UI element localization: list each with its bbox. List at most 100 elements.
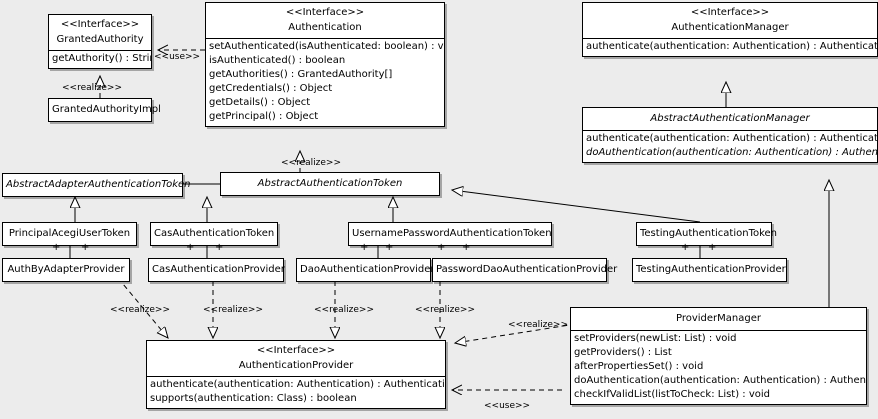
operation: authenticate(authentication: Authenticat… (586, 133, 877, 144)
class-name: AbstractAuthenticationToken (257, 178, 403, 189)
class-name: GrantedAuthorityImpl (52, 104, 161, 115)
class-name: TestingAuthenticationToken (640, 228, 778, 239)
class-header: <<Interface>> Authentication (206, 3, 444, 38)
class-box-authentication-manager[interactable]: <<Interface>> AuthenticationManager auth… (582, 2, 878, 57)
class-stereotype: <<Interface>> (285, 7, 365, 18)
class-name: AuthByAdapterProvider (7, 264, 125, 275)
class-header: DaoAuthenticationProvider (297, 259, 435, 281)
operation: isAuthenticated() : boolean (209, 55, 346, 66)
operation: authenticate(authentication: Authenticat… (150, 379, 445, 390)
association-role-marker: + (360, 242, 369, 253)
association-role-marker: + (708, 242, 717, 253)
association-role-marker: + (52, 242, 61, 253)
edge-label-realize-granted-authority-impl: <<realize>> (62, 83, 122, 93)
class-name: CasAuthenticationProvider (152, 264, 285, 275)
class-box-password-dao-authentication-provider[interactable]: PasswordDaoAuthenticationProvider (432, 258, 618, 282)
class-name: Authentication (288, 22, 362, 33)
class-stereotype: <<Interface>> (690, 7, 770, 18)
operation: afterPropertiesSet() : void (574, 361, 704, 372)
class-box-username-password-authentication-token[interactable]: UsernamePasswordAuthenticationToken (348, 222, 552, 246)
class-box-abstract-adapter-authentication-token[interactable]: AbstractAdapterAuthenticationToken (2, 173, 191, 197)
class-header: PrincipalAcegiUserToken (3, 223, 136, 245)
class-name: TestingAuthenticationProvider (636, 264, 786, 275)
class-box-authentication-provider[interactable]: <<Interface>> AuthenticationProvider aut… (146, 340, 446, 409)
class-name: AuthenticationProvider (238, 360, 354, 371)
class-box-abstract-authentication-token[interactable]: AbstractAuthenticationToken (220, 172, 440, 196)
class-header: AbstractAuthenticationManager (583, 108, 877, 130)
association-role-marker: + (385, 242, 394, 253)
operation: checkIfValidList(listToCheck: List) : vo… (574, 389, 771, 400)
class-name: AbstractAdapterAuthenticationToken (6, 179, 191, 190)
class-stereotype: <<Interface>> (256, 345, 336, 356)
class-name: UsernamePasswordAuthenticationToken (352, 228, 552, 239)
class-stereotype: <<Interface>> (60, 19, 140, 30)
operation: getProviders() : List (574, 347, 672, 358)
operation: getAuthority() : String (52, 53, 151, 64)
edge-label-realize-password-dao-authentication-provider: <<realize>> (415, 305, 475, 315)
class-name: AuthenticationManager (671, 22, 789, 33)
operation: setAuthenticated(isAuthenticated: boolea… (209, 41, 444, 52)
edge-label-realize-dao-authentication-provider: <<realize>> (314, 305, 374, 315)
class-operations: getAuthority() : String (49, 50, 151, 68)
edge-label-realize-abstract-authentication-token: <<realize>> (281, 158, 341, 168)
operation: authenticate(authentication: Authenticat… (586, 41, 877, 52)
association-role-marker: + (186, 242, 195, 253)
class-header: <<Interface>> AuthenticationProvider (147, 341, 445, 376)
class-header: TestingAuthenticationProvider (633, 259, 786, 281)
edge-label-use-granted-authority: <<use>> (154, 52, 201, 62)
class-operations: authenticate(authentication: Authenticat… (147, 376, 445, 408)
class-name: PrincipalAcegiUserToken (8, 228, 131, 239)
operation: getDetails() : Object (209, 97, 311, 108)
class-name: AbstractAuthenticationManager (650, 113, 810, 124)
class-header: AuthByAdapterProvider (3, 259, 129, 281)
operation: setProviders(newList: List) : void (574, 333, 737, 344)
operation: getCredentials() : Object (209, 83, 333, 94)
class-box-provider-manager[interactable]: ProviderManager setProviders(newList: Li… (570, 307, 867, 405)
association-role-marker: + (215, 242, 224, 253)
class-box-testing-authentication-provider[interactable]: TestingAuthenticationProvider (632, 258, 787, 282)
class-box-granted-authority[interactable]: <<Interface>> GrantedAuthority getAuthor… (48, 14, 152, 69)
edge-label-realize-auth-by-adapter-provider: <<realize>> (110, 305, 170, 315)
class-box-granted-authority-impl[interactable]: GrantedAuthorityImpl (48, 98, 161, 122)
class-header: ProviderManager (571, 308, 866, 330)
class-box-abstract-authentication-manager[interactable]: AbstractAuthenticationManager authentica… (582, 107, 878, 163)
operation: doAuthentication(authentication: Authent… (574, 375, 866, 386)
class-header: TestingAuthenticationToken (637, 223, 778, 245)
class-box-auth-by-adapter-provider[interactable]: AuthByAdapterProvider (2, 258, 130, 282)
class-header: GrantedAuthorityImpl (49, 99, 161, 121)
class-name: GrantedAuthority (56, 34, 144, 45)
class-header: PasswordDaoAuthenticationProvider (433, 259, 618, 281)
class-header: <<Interface>> GrantedAuthority (49, 15, 151, 50)
class-operations: setProviders(newList: List) : void getPr… (571, 330, 866, 404)
class-name: DaoAuthenticationProvider (300, 264, 435, 275)
association-role-marker: + (81, 242, 90, 253)
class-operations: authenticate(authentication: Authenticat… (583, 130, 877, 162)
class-operations: setAuthenticated(isAuthenticated: boolea… (206, 38, 444, 126)
edge-label-realize-cas-authentication-provider: <<realize>> (203, 305, 263, 315)
class-operations: authenticate(authentication: Authenticat… (583, 38, 877, 56)
class-header: CasAuthenticationToken (151, 223, 277, 245)
class-header: AbstractAdapterAuthenticationToken (3, 174, 191, 196)
edge-label-use-provider-manager: <<use>> (484, 401, 531, 411)
class-name: ProviderManager (675, 313, 761, 324)
class-box-dao-authentication-provider[interactable]: DaoAuthenticationProvider (296, 258, 435, 282)
edge-label-realize-provider-manager: <<realize>> (508, 320, 568, 330)
class-name: CasAuthenticationToken (154, 228, 275, 239)
class-box-cas-authentication-provider[interactable]: CasAuthenticationProvider (148, 258, 285, 282)
operation: getPrincipal() : Object (209, 111, 319, 122)
class-name: PasswordDaoAuthenticationProvider (436, 264, 618, 275)
class-box-authentication[interactable]: <<Interface>> Authentication setAuthenti… (205, 2, 445, 127)
class-box-cas-authentication-token[interactable]: CasAuthenticationToken (150, 222, 278, 246)
class-box-testing-authentication-token[interactable]: TestingAuthenticationToken (636, 222, 778, 246)
class-header: <<Interface>> AuthenticationManager (583, 3, 877, 38)
association-role-marker: + (462, 242, 471, 253)
association-role-marker: + (437, 242, 446, 253)
class-box-principal-acegi-user-token[interactable]: PrincipalAcegiUserToken (2, 222, 137, 246)
operation: doAuthentication(authentication: Authent… (586, 147, 877, 158)
class-header: UsernamePasswordAuthenticationToken (349, 223, 552, 245)
class-header: CasAuthenticationProvider (149, 259, 285, 281)
class-header: AbstractAuthenticationToken (221, 173, 439, 195)
association-role-marker: + (681, 242, 690, 253)
operation: getAuthorities() : GrantedAuthority[] (209, 69, 393, 80)
